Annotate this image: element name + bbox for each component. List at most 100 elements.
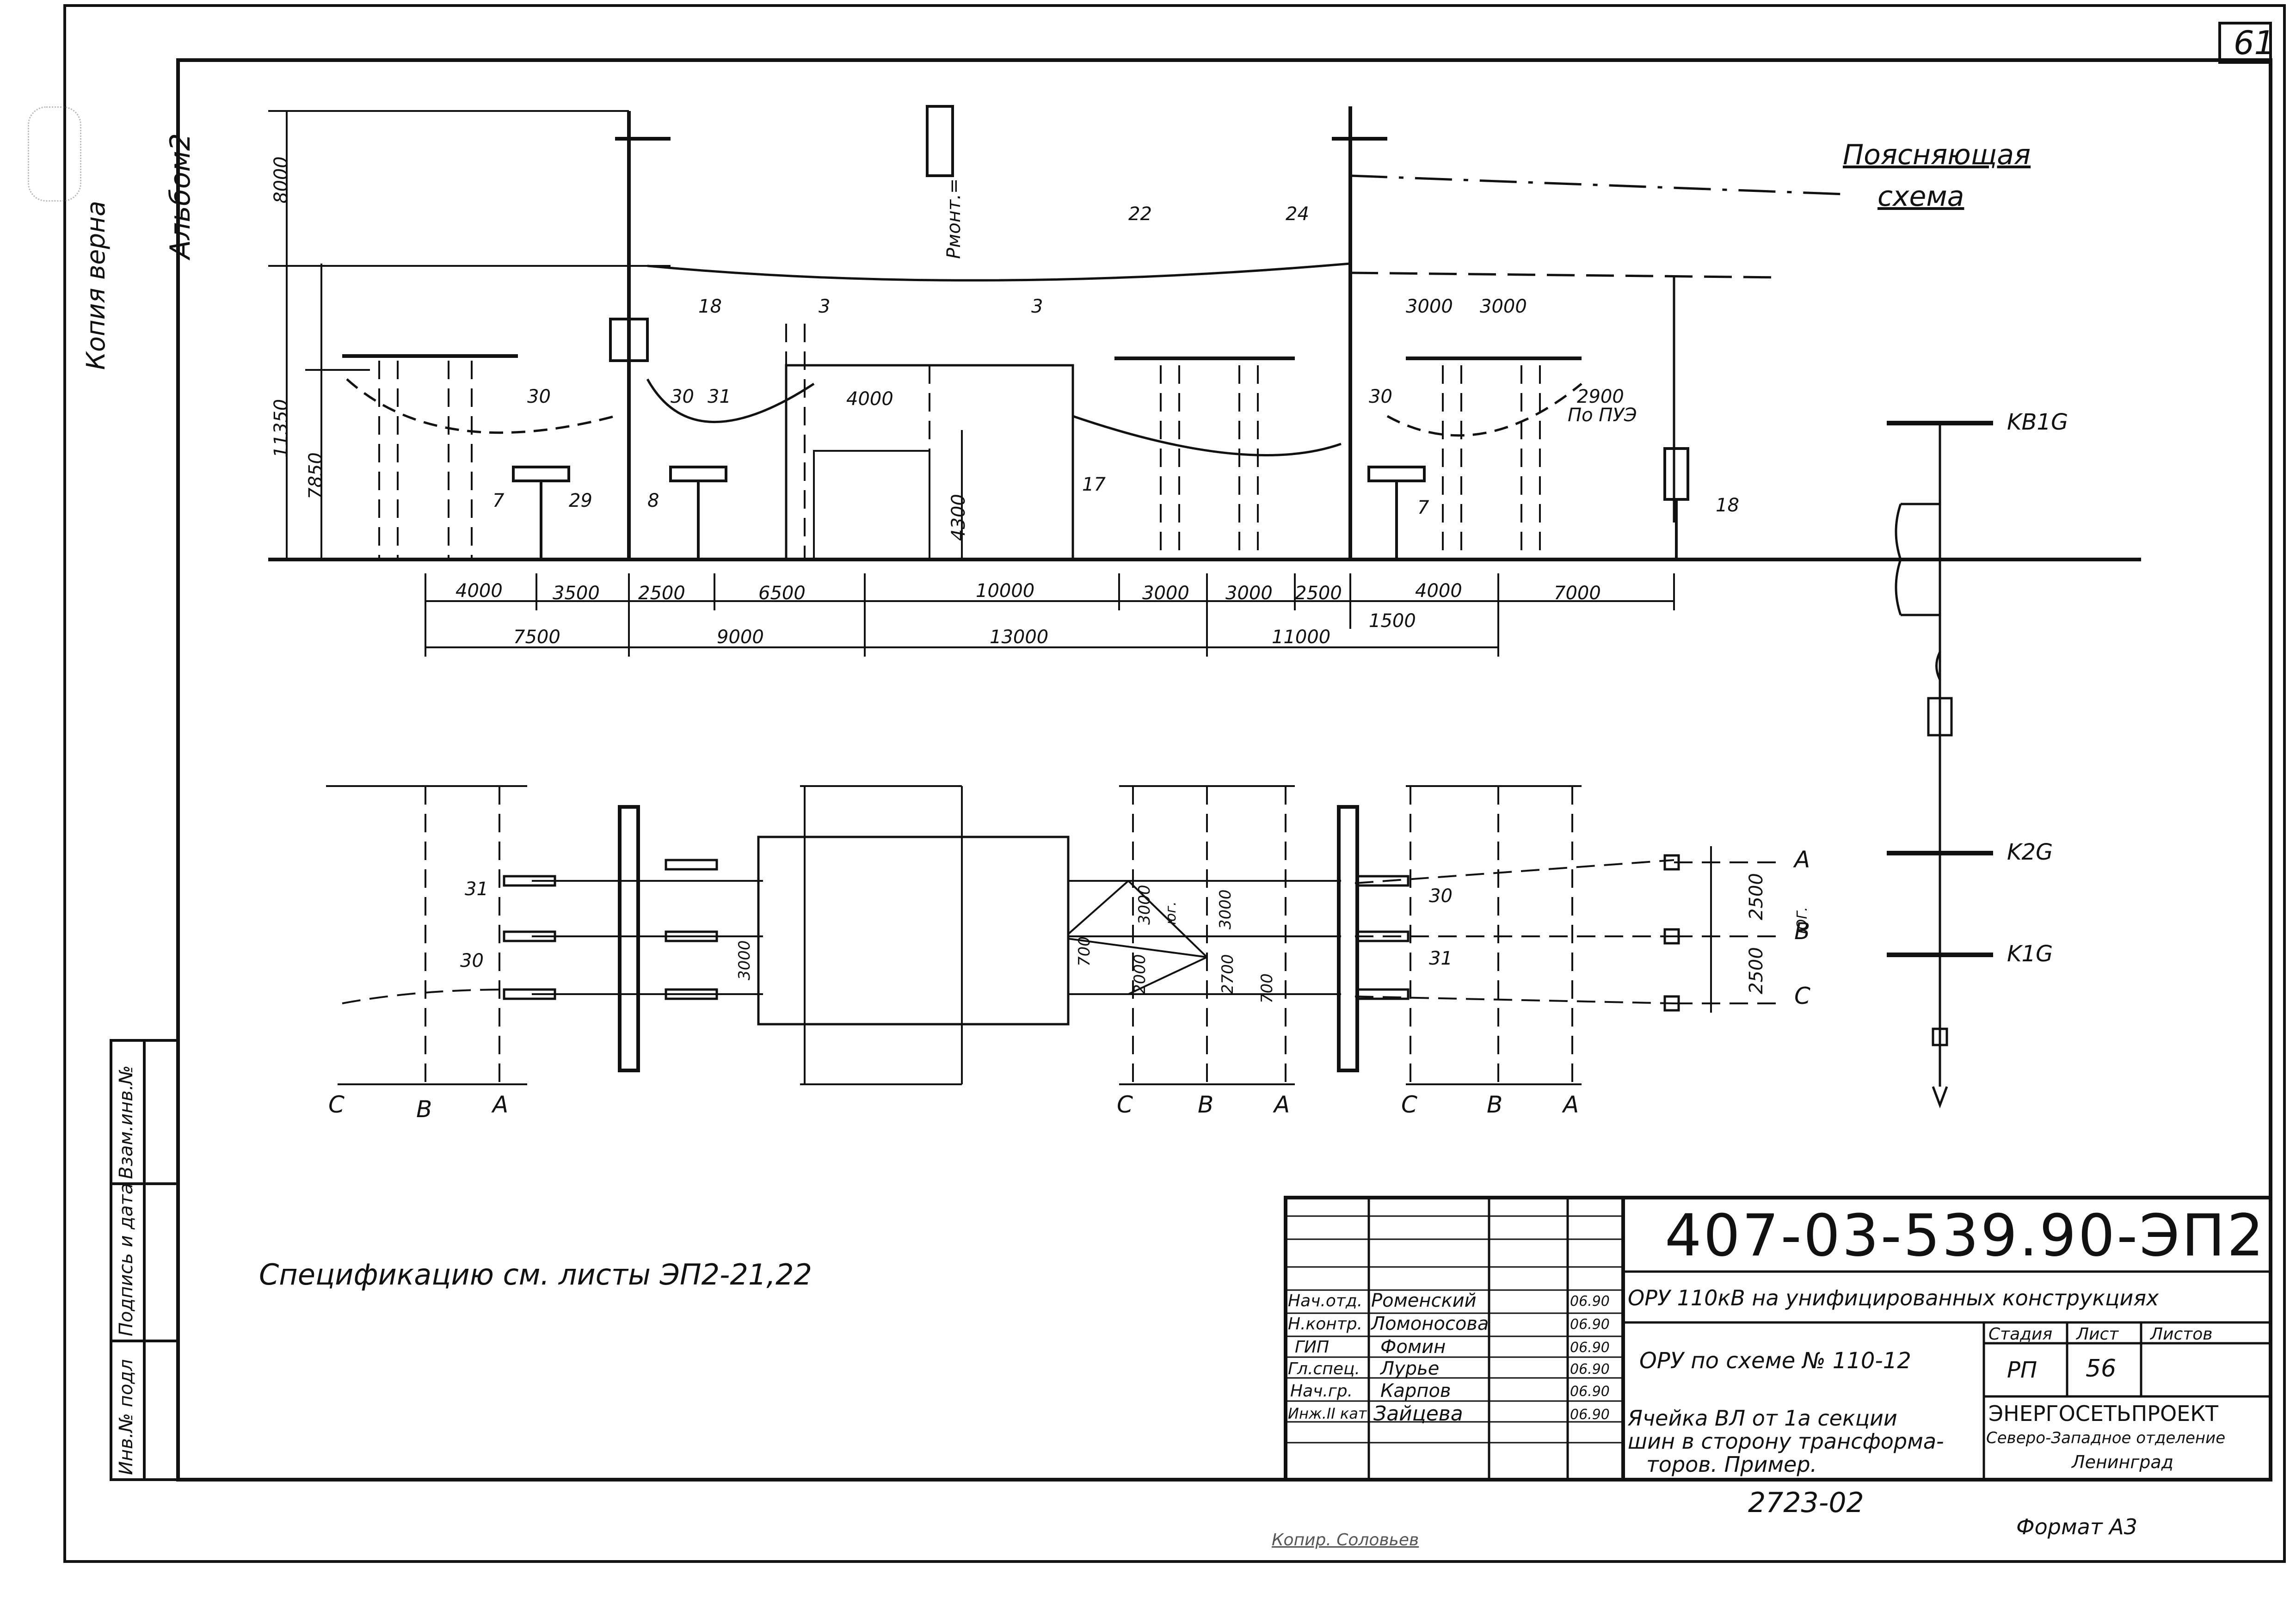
- stamp-signature-date: Подпись и дата: [116, 1183, 137, 1336]
- phase-bottom-8: B: [1487, 1091, 1503, 1118]
- org-city: Ленинград: [2072, 1452, 2173, 1472]
- sheet-title-1: Ячейка ВЛ от 1а секции: [1628, 1406, 1897, 1431]
- staff-date: 06.90: [1570, 1316, 1610, 1333]
- plan-tag-2: ЮГ.: [1794, 907, 1810, 934]
- plan-dim-2700: 2700: [1219, 954, 1237, 994]
- phase-bottom-6: A: [1274, 1091, 1290, 1118]
- staff-role: ГИП: [1295, 1338, 1330, 1357]
- dim-1500: 1500: [1369, 610, 1416, 632]
- plan-label-30a: 30: [460, 950, 484, 971]
- staff-name: Роменский: [1371, 1290, 1477, 1311]
- staff-name: Зайцева: [1373, 1402, 1463, 1426]
- format-label: Формат А3: [2016, 1514, 2137, 1539]
- org-name: ЭНЕРГОСЕТЬПРОЕКТ: [1988, 1401, 2218, 1426]
- phase-a-right: A: [1794, 846, 1810, 873]
- plan-label-31b: 31: [1429, 948, 1453, 969]
- staff-role: Н.контр.: [1288, 1315, 1363, 1334]
- phase-bottom-7: C: [1401, 1091, 1417, 1118]
- part-24: 24: [1286, 203, 1309, 225]
- dim-4000-a: 4000: [456, 580, 503, 602]
- phase-bottom-4: C: [1117, 1091, 1133, 1118]
- part-31: 31: [708, 386, 731, 407]
- staff-name: Фомин: [1380, 1336, 1446, 1358]
- scheme-kb1g: KB1G: [2007, 409, 2068, 435]
- dim-11000: 11000: [1272, 627, 1331, 648]
- height-8000: 8000: [271, 156, 292, 203]
- staff-name: Карпов: [1380, 1380, 1451, 1402]
- clearance-note: По ПУЭ: [1568, 405, 1637, 426]
- stamp-replaced-inv: Взам.инв.№: [116, 1065, 137, 1179]
- staff-role: Нач.гр.: [1290, 1382, 1353, 1401]
- plan-tag-1: юг.: [1163, 901, 1179, 925]
- copied-by: Копир. Соловьев: [1272, 1531, 1419, 1549]
- sheet-title-3: торов. Пример.: [1646, 1452, 1817, 1477]
- staff-date: 06.90: [1570, 1361, 1610, 1377]
- explanatory-title: Поясняющая: [1843, 139, 2031, 171]
- plan-view: [326, 785, 1780, 1085]
- plan-dim-700-b: 700: [1258, 973, 1276, 1003]
- staff-name: Ломоносова: [1371, 1313, 1489, 1334]
- phase-bottom-9: A: [1563, 1091, 1579, 1118]
- sheet-number-box: [2218, 22, 2272, 64]
- sheet-value: 56: [2086, 1355, 2117, 1383]
- dim-7000: 7000: [1554, 583, 1601, 604]
- part-3a: 3: [819, 296, 831, 317]
- clearance-value: 2900: [1577, 386, 1624, 407]
- explanatory-subtitle: схема: [1877, 180, 1964, 213]
- staff-role: Инж.II кат.: [1288, 1405, 1372, 1422]
- bottom-code: 2723-02: [1748, 1487, 1864, 1519]
- scheme-k2g: K2G: [2007, 839, 2053, 865]
- single-line-scheme: [1887, 421, 1993, 1109]
- height-4300: 4300: [948, 494, 969, 541]
- drawing-frame: [176, 58, 2272, 1482]
- dim-3000-a: 3000: [1142, 583, 1189, 604]
- phase-bottom-2: B: [416, 1096, 432, 1123]
- certification-mark: [28, 106, 81, 202]
- plan-dim-3000-c: 3000: [1216, 889, 1235, 929]
- plan-dim-3000-a: 3000: [1135, 885, 1154, 925]
- staff-name: Лурье: [1380, 1358, 1440, 1379]
- dim-10000: 10000: [976, 580, 1035, 602]
- install-label: Рмонт.=: [943, 178, 965, 259]
- elevation-view: [268, 105, 2141, 657]
- stage-header: Стадия: [1988, 1325, 2053, 1344]
- plan-dim-3000-b: 3000: [735, 940, 754, 980]
- dim-9000: 9000: [717, 627, 764, 648]
- dim-2500-b: 2500: [1295, 583, 1342, 604]
- span-3000-a: 3000: [1406, 296, 1453, 317]
- part-3b: 3: [1031, 296, 1043, 317]
- sheet-header: Лист: [2076, 1325, 2119, 1344]
- dim-7500: 7500: [513, 627, 560, 648]
- staff-role: Гл.спец.: [1288, 1359, 1360, 1378]
- span-4000-inner: 4000: [846, 388, 893, 410]
- part-7a: 7: [492, 490, 505, 511]
- project-title: ОРУ 110кВ на унифицированных конструкция…: [1628, 1285, 2159, 1310]
- phase-b-right: B: [1794, 918, 1810, 945]
- specification-note: Спецификацию см. листы ЭП2-21,22: [259, 1258, 812, 1291]
- phase-c-right: C: [1794, 983, 1810, 1009]
- dim-3000-b: 3000: [1225, 583, 1273, 604]
- dim-3500: 3500: [553, 583, 600, 604]
- title-block-grid: [1284, 1196, 2272, 1482]
- scheme-k1g: K1G: [2007, 941, 2053, 967]
- scheme-title: ОРУ по схеме № 110-12: [1639, 1348, 1911, 1374]
- stage-value: РП: [2007, 1357, 2037, 1383]
- staff-date: 06.90: [1570, 1293, 1610, 1309]
- phase-bottom-3: A: [492, 1091, 509, 1118]
- part-18a: 18: [698, 296, 722, 317]
- dim-6500: 6500: [758, 583, 806, 604]
- plan-dim-700-a: 700: [1075, 936, 1094, 966]
- plan-dim-2500-b: 2500: [1746, 947, 1767, 994]
- plan-dim-2500-a: 2500: [1746, 873, 1767, 920]
- staff-date: 06.90: [1570, 1383, 1610, 1400]
- sheets-header: Листов: [2150, 1325, 2213, 1344]
- phase-bottom-5: B: [1198, 1091, 1214, 1118]
- document-code: 407-03-539.90-ЭП2: [1665, 1202, 2266, 1269]
- dim-2500-a: 2500: [638, 583, 685, 604]
- part-17: 17: [1082, 474, 1106, 495]
- part-8: 8: [647, 490, 659, 511]
- plan-dim-2000: 2000: [1131, 954, 1149, 994]
- part-30a: 30: [527, 386, 551, 407]
- span-3000-b: 3000: [1480, 296, 1527, 317]
- phase-bottom-1: C: [328, 1091, 345, 1118]
